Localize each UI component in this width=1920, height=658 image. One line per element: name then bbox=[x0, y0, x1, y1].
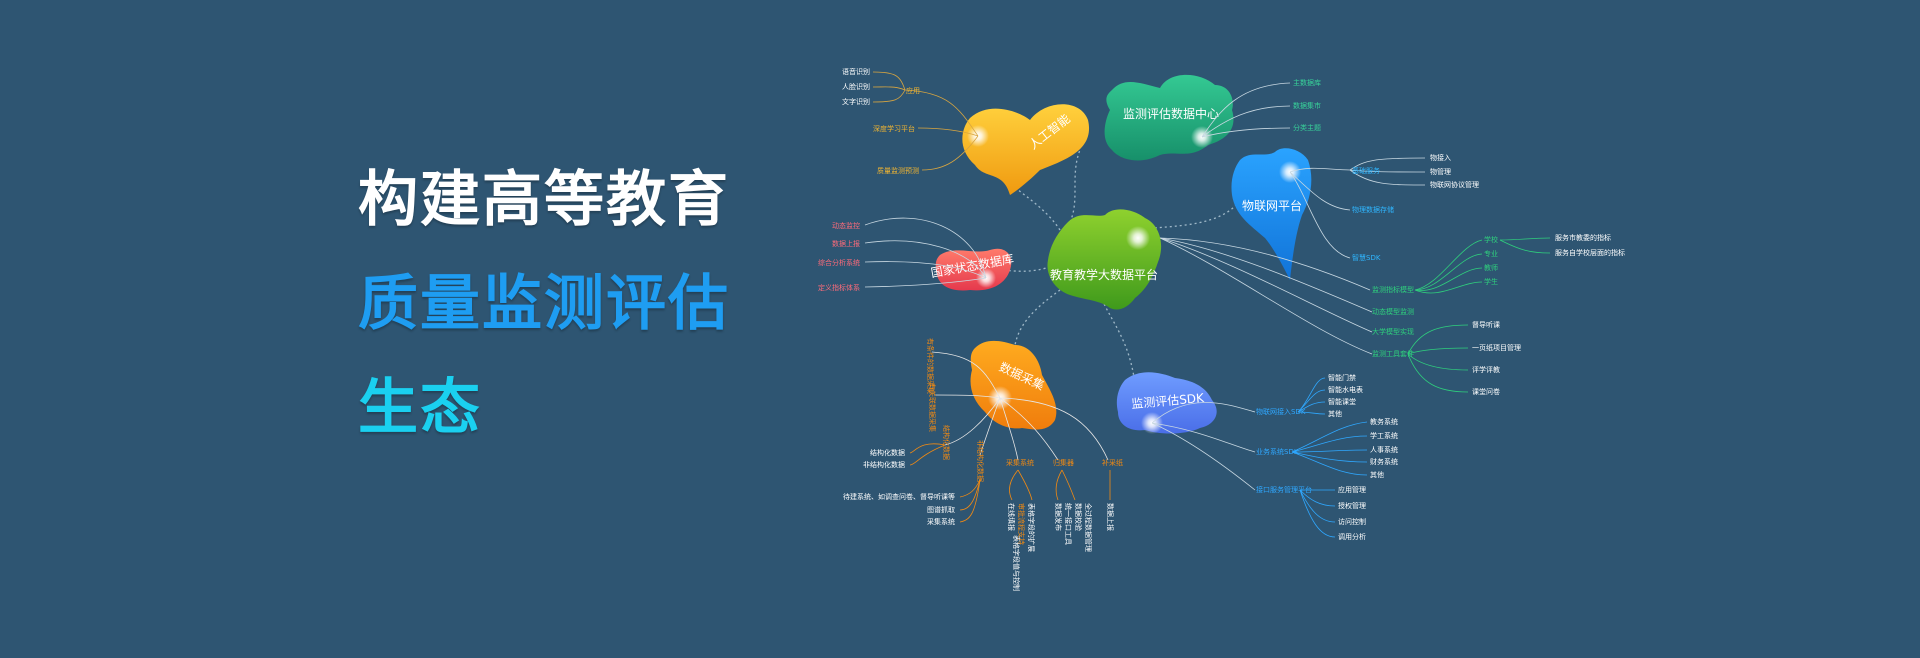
sdk-iot-item-4: 其他 bbox=[1328, 409, 1342, 418]
monitor-center-node: 监测评估数据中心 主数据库 数据集市 分类主题 bbox=[1104, 74, 1321, 161]
iot-item-university: 大学模型实现 bbox=[1372, 327, 1414, 336]
iot-item-dynamic: 动态模型监测 bbox=[1372, 307, 1414, 316]
headline-line-3: 生态 bbox=[358, 373, 482, 443]
sdk-branch-api: 接口服务管理平台 bbox=[1256, 485, 1312, 494]
iot-node: 物联网平台 基础服务 物接入 物管理 物联网协议 bbox=[1159, 148, 1625, 396]
national-item-report: 数据上报 bbox=[832, 239, 860, 248]
national-item-monitor: 动态监控 bbox=[832, 221, 860, 230]
collection-unstructure-item-2: 图谱抓取 bbox=[927, 505, 955, 514]
center-node: 教育教学大数据平台 bbox=[1047, 209, 1162, 310]
collection-vertical-2: 审批流程支持 bbox=[1017, 503, 1026, 545]
center-glow bbox=[1126, 226, 1150, 250]
collection-vertical-5: 数据发布 bbox=[1054, 503, 1063, 531]
iot-tool-item-2: 一页纸项目管理 bbox=[1472, 343, 1521, 352]
iot-basic-item-protocol: 物联网协议管理 bbox=[1430, 180, 1479, 189]
monitor-center-item-mart: 数据集市 bbox=[1293, 101, 1321, 110]
sdk-biz-item-5: 其他 bbox=[1370, 470, 1384, 479]
national-node: 国家状态数据库 动态监控 数据上报 综合分析系统 定义指标体系 bbox=[818, 217, 1015, 292]
collection-unstructure-item-1: 待建系统、如调查问卷、督导听课等 bbox=[843, 492, 955, 501]
collection-sub-label-1: 采集系统 bbox=[1006, 458, 1034, 467]
collection-vertical-6: 统一接口工具 bbox=[1064, 503, 1073, 545]
iot-school-item-2: 服务自学校层面的指标 bbox=[1555, 248, 1625, 257]
headline: 构建高等教育 质量监测评估 生态 bbox=[358, 168, 828, 480]
sdk-branch-iot: 物联网接入SDK bbox=[1256, 407, 1306, 416]
sdk-api-item-3: 访问控制 bbox=[1338, 517, 1366, 526]
iot-tool-item-4: 课堂问卷 bbox=[1472, 387, 1500, 396]
collection-unstructure-label: 非结构化数据 bbox=[976, 440, 985, 482]
collection-upper-label-2: 有关联数据采集 bbox=[928, 383, 937, 432]
iot-school-item-1: 服务市教委的指标 bbox=[1555, 233, 1611, 242]
collection-sub-label-2: 归集器 bbox=[1053, 458, 1074, 467]
center-title: 教育教学大数据平台 bbox=[1050, 267, 1158, 282]
iot-model-major: 专业 bbox=[1484, 249, 1498, 258]
sdk-iot-item-2: 智能水电表 bbox=[1328, 385, 1363, 394]
iot-tool-item-1: 督导听课 bbox=[1472, 320, 1500, 329]
sdk-biz-item-1: 教务系统 bbox=[1370, 417, 1398, 426]
ai-item-deep-learning: 深度学习平台 bbox=[873, 124, 915, 133]
ai-item-prediction: 质量监测预测 bbox=[877, 166, 919, 175]
national-item-analysis: 综合分析系统 bbox=[818, 258, 860, 267]
sdk-iot-item-1: 智能门禁 bbox=[1328, 373, 1356, 382]
sdk-iot-item-3: 智能课堂 bbox=[1328, 397, 1356, 406]
iot-model-student: 学生 bbox=[1484, 277, 1498, 286]
iot-item-storage: 物理数据存储 bbox=[1352, 205, 1394, 214]
collection-structure-item-2: 非结构化数据 bbox=[863, 460, 905, 469]
sdk-api-item-2: 授权管理 bbox=[1338, 501, 1366, 510]
iot-basic-label: 基础服务 bbox=[1352, 166, 1380, 175]
collection-vertical-8: 全过程数据管理 bbox=[1084, 503, 1093, 552]
monitor-center-title: 监测评估数据中心 bbox=[1123, 106, 1219, 121]
sdk-biz-item-4: 财务系统 bbox=[1370, 457, 1398, 466]
iot-item-sdk: 智慧SDK bbox=[1352, 253, 1381, 262]
collection-vertical-4: 表格字段值与控制 bbox=[1012, 535, 1021, 591]
collection-sub-label-3: 补采纸 bbox=[1102, 458, 1123, 467]
ai-node: 人工智能 应用 语音识别 人脸识别 文字识别 深度学习平台 质量监测预测 bbox=[842, 67, 1090, 195]
monitor-center-item-main-db: 主数据库 bbox=[1293, 78, 1321, 87]
collection-blob bbox=[970, 340, 1057, 430]
headline-line-2: 质量监测评估 bbox=[358, 269, 730, 339]
headline-line-1: 构建高等教育 bbox=[358, 165, 730, 235]
iot-model-school: 学校 bbox=[1484, 235, 1498, 244]
collection-vertical-3: 表格字段的扩展 bbox=[1027, 503, 1036, 552]
sdk-biz-item-2: 学工系统 bbox=[1370, 431, 1398, 440]
sdk-biz-item-3: 人事系统 bbox=[1370, 445, 1398, 454]
iot-basic-item-access: 物接入 bbox=[1430, 153, 1451, 162]
iot-item-model: 监测指标模型 bbox=[1372, 285, 1414, 294]
ai-item-text: 文字识别 bbox=[842, 97, 870, 106]
collection-vertical-7: 数据校验 bbox=[1074, 503, 1083, 531]
sdk-node: 监测评估SDK 物联网接入SDK 业务系统SDK 接口服务管理平台 智能门禁 智… bbox=[1116, 372, 1398, 541]
ai-blob bbox=[962, 104, 1090, 195]
iot-tool-item-3: 评学评教 bbox=[1472, 365, 1500, 374]
iot-title: 物联网平台 bbox=[1242, 198, 1302, 213]
sdk-api-item-1: 应用管理 bbox=[1338, 485, 1366, 494]
sdk-blob bbox=[1116, 372, 1217, 434]
collection-upper-label-1: 有条件的数据采集 bbox=[926, 338, 935, 394]
center-blob bbox=[1047, 209, 1162, 310]
ai-group-label: 应用 bbox=[906, 86, 920, 95]
monitor-center-item-topic: 分类主题 bbox=[1293, 123, 1321, 132]
ai-item-face: 人脸识别 bbox=[842, 82, 870, 91]
collection-unstructure-item-3: 采集系统 bbox=[927, 517, 955, 526]
iot-basic-item-manage: 物管理 bbox=[1430, 167, 1451, 176]
collection-vertical-1: 在线填报 bbox=[1007, 503, 1016, 531]
sdk-api-item-4: 调用分析 bbox=[1338, 532, 1366, 541]
sdk-branch-biz: 业务系统SDK bbox=[1256, 447, 1299, 456]
iot-model-teacher: 教师 bbox=[1484, 263, 1498, 272]
sdk-title: 监测评估SDK bbox=[1131, 391, 1206, 411]
ai-item-voice: 语音识别 bbox=[842, 67, 870, 76]
collection-structure-item-1: 结构化数据 bbox=[870, 448, 905, 457]
collection-vertical-9: 数据上报 bbox=[1106, 503, 1115, 531]
iot-item-toolkit: 监测工具套件 bbox=[1372, 349, 1414, 358]
national-item-index: 定义指标体系 bbox=[818, 283, 860, 292]
collection-node: 数据采集 有条件的数据采集 有关联数据采集 结构化数据 结构化数据 非结构化数据 bbox=[843, 338, 1123, 591]
collection-structure-label: 结构化数据 bbox=[942, 425, 951, 460]
